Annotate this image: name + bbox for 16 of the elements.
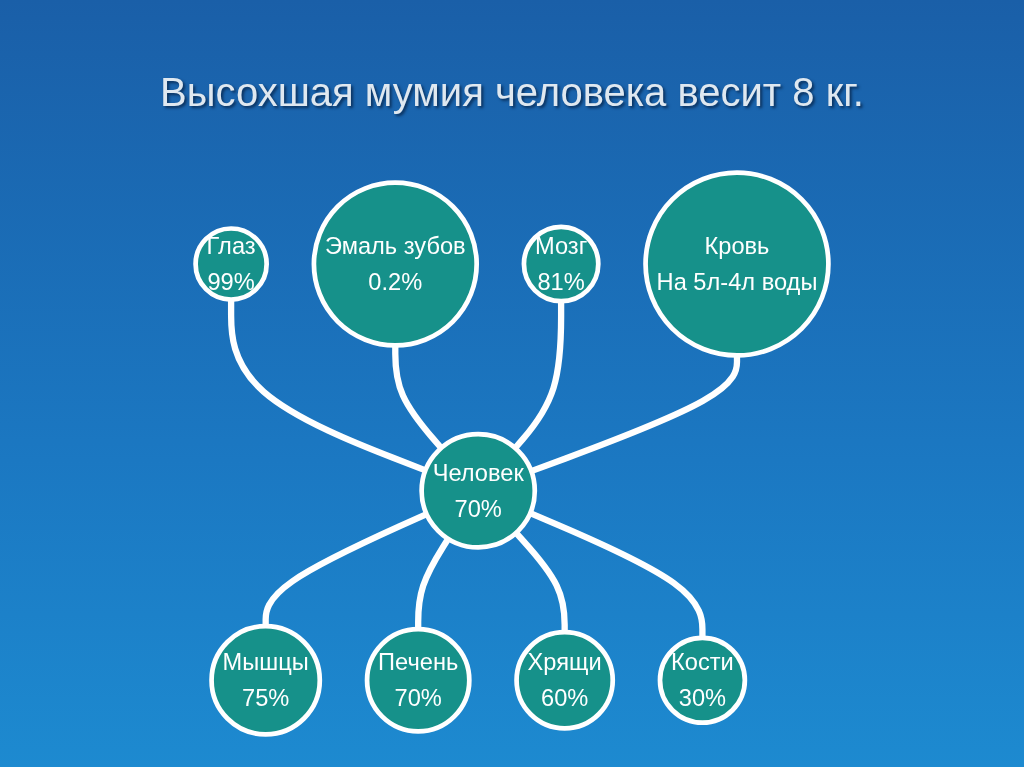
connector — [530, 355, 741, 475]
node-circle: Хрящи 60% — [514, 629, 616, 731]
connector — [513, 530, 568, 633]
node-circle: Печень 70% — [364, 626, 472, 734]
node-circle: Человек 70% — [419, 431, 538, 550]
node-circle: Мозг 81% — [521, 224, 601, 304]
node-circle: Мышцы 75% — [209, 623, 323, 737]
node-circle: Кровь На 5л-4л воды — [643, 170, 831, 358]
node-circle: Кости 30% — [657, 635, 748, 726]
connector — [415, 537, 451, 630]
node-circle: Эмаль зубов 0.2% — [311, 180, 480, 348]
connector — [262, 511, 428, 627]
node-circle: Глаз 99% — [193, 226, 269, 302]
connector — [512, 301, 565, 451]
connector — [392, 345, 444, 451]
slide-title: Высохшая мумия человека весит 8 кг. — [159, 70, 865, 115]
